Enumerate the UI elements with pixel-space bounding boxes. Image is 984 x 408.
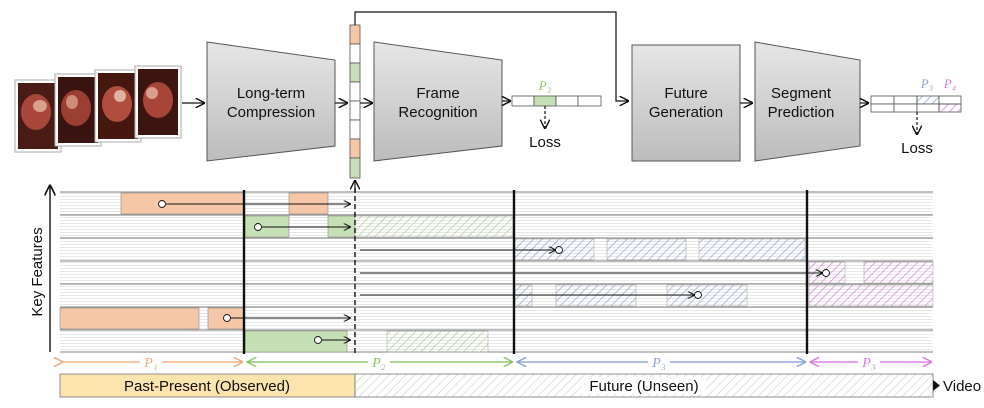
video-frame xyxy=(54,73,102,147)
frame-recognition-module: Frame Recognition xyxy=(373,41,503,162)
feature-timeline: Key Features xyxy=(29,181,934,356)
segment-label-line1: Segment xyxy=(771,85,832,102)
generation-label-line1: Future xyxy=(664,85,707,102)
timeline-row-lines xyxy=(60,191,933,353)
phase-label-p1: P₁ xyxy=(143,356,157,371)
phase-label-p2: P₂ xyxy=(371,356,386,371)
generation-label-line2: Generation xyxy=(649,104,723,121)
video-axis-arrowhead xyxy=(933,380,940,391)
recognition-output-vector xyxy=(511,95,602,107)
arrow-features-to-future-generation xyxy=(354,11,628,101)
p2-segments xyxy=(244,215,514,353)
phase-label-bg xyxy=(648,354,670,369)
phase-label-p4: P₃ xyxy=(861,356,876,371)
feature-pointer-arrows xyxy=(158,200,830,344)
phase-label-bg xyxy=(368,354,390,369)
segment-prediction-module: Segment Prediction xyxy=(754,41,861,162)
recognition-label-line2: Recognition xyxy=(398,104,477,121)
key-features-label: Key Features xyxy=(29,227,46,316)
phase-label-p3: P₃ xyxy=(651,356,666,371)
long-term-compression-module: Long-term Compression xyxy=(206,41,336,162)
recognition-label-line1: Frame xyxy=(416,85,459,102)
compression-label-line1: Long-term xyxy=(237,85,305,102)
p2-output-label: P₂ xyxy=(538,78,552,93)
video-frames xyxy=(14,65,182,153)
video-frame xyxy=(14,79,62,153)
p1-segments xyxy=(59,192,329,330)
compressed-feature-column xyxy=(349,24,361,179)
video-axis-label: Video xyxy=(943,378,981,395)
observation-bar: Past-Present (Observed) Future (Unseen) … xyxy=(59,373,981,398)
observed-label: Past-Present (Observed) xyxy=(124,378,290,395)
loss-label-left: Loss xyxy=(529,134,561,151)
compression-label-line2: Compression xyxy=(227,104,315,121)
future-generation-module: Future Generation xyxy=(631,44,741,162)
future-label-bg xyxy=(582,377,706,394)
phase-label-bg xyxy=(140,354,162,369)
future-label: Future (Unseen) xyxy=(589,378,698,395)
p3-segments xyxy=(514,238,806,307)
phase-boundaries xyxy=(242,190,809,354)
p3-output-label: P₃ xyxy=(920,76,933,91)
segment-output-grid xyxy=(870,95,962,113)
p4-output-label: P₄ xyxy=(943,76,957,91)
loss-label-right: Loss xyxy=(901,140,933,157)
segment-label-line2: Prediction xyxy=(768,104,835,121)
video-frame xyxy=(94,69,142,143)
video-frame xyxy=(134,65,182,139)
phase-label-bg xyxy=(858,354,880,369)
